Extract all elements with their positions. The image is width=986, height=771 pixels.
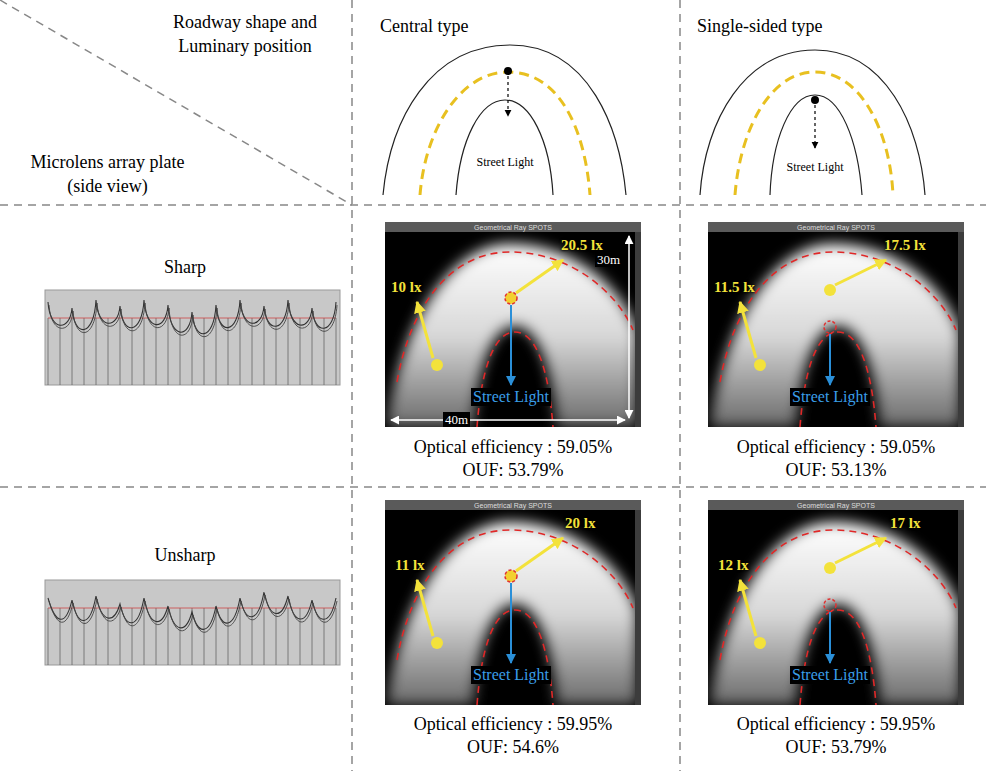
- illuminance-value: 11.5 lx: [714, 278, 755, 296]
- street-light-label: Street Light: [790, 666, 870, 684]
- measure-point: [431, 359, 443, 371]
- measure-point: [824, 284, 836, 296]
- lane-line: [420, 72, 590, 195]
- lens-profile: [49, 303, 337, 337]
- measure-point: [824, 562, 836, 574]
- illuminance-value: 17.5 lx: [884, 236, 926, 254]
- road-edge: [456, 100, 553, 195]
- street-light-label: Street Light: [790, 388, 870, 406]
- ouf-value: OUF: 54.6%: [467, 736, 559, 758]
- plate-grid: [48, 608, 336, 665]
- efficiency-value: Optical efficiency : 59.05%: [737, 436, 936, 458]
- light-direction-arrow: [510, 305, 512, 385]
- efficiency-value: Optical efficiency : 59.95%: [414, 713, 613, 735]
- unsharp-microlens-plate: [45, 580, 340, 665]
- illuminance-value: 10 lx: [391, 278, 421, 296]
- luminaire-marker: [824, 321, 836, 333]
- luminaire-marker: [505, 292, 517, 304]
- efficiency-value: Optical efficiency : 59.95%: [737, 713, 936, 735]
- single-sided-road-sketch: [700, 50, 925, 195]
- road-edge: [700, 50, 925, 195]
- row-title: Sharp: [164, 255, 206, 279]
- measure-point: [754, 359, 766, 371]
- leader-arrow: [835, 260, 886, 285]
- leader-arrow: [516, 538, 563, 571]
- reference-line: [48, 608, 336, 609]
- luminaire-marker: [824, 599, 836, 611]
- luminaire-dot: [811, 96, 819, 104]
- leader-arrow: [516, 260, 563, 293]
- simulation-image: [385, 222, 641, 427]
- leader-arrow: [740, 580, 756, 636]
- road-edge: [383, 45, 626, 195]
- column-title: Single-sided type: [697, 14, 822, 38]
- row-title: Unsharp: [155, 543, 216, 567]
- simulation-image: [708, 222, 964, 427]
- leader-arrow: [417, 302, 433, 358]
- plate-body: [45, 580, 340, 665]
- grid-line: [0, 486, 986, 488]
- sharp-microlens-plate: [45, 290, 340, 385]
- window-title: Geometrical Ray SPOTS: [474, 223, 552, 232]
- light-direction-arrow: [814, 105, 815, 148]
- dimension-line: [628, 236, 630, 418]
- ouf-value: OUF: 53.79%: [462, 459, 563, 481]
- simulation-overlay: [740, 538, 886, 663]
- efficiency-value: Optical efficiency : 59.05%: [414, 436, 613, 458]
- illuminance-value: 12 lx: [718, 556, 748, 574]
- lens-profile: [48, 300, 336, 334]
- measure-point: [431, 637, 443, 649]
- row-header-label: Microlens array plate (side view): [15, 150, 200, 198]
- simulation-overlay: [391, 236, 629, 420]
- window-title: Geometrical Ray SPOTS: [797, 223, 875, 232]
- window-title: Geometrical Ray SPOTS: [797, 501, 875, 510]
- illuminance-value: 11 lx: [395, 556, 425, 574]
- dimension-line: [391, 419, 625, 421]
- leader-arrow: [835, 538, 886, 563]
- light-direction-arrow: [510, 583, 512, 663]
- window-title: Geometrical Ray SPOTS: [474, 501, 552, 510]
- central-road-sketch: [383, 45, 626, 195]
- column-title: Central type: [380, 14, 468, 38]
- street-light-label: Street Light: [787, 160, 844, 174]
- simulation-overlay: [740, 260, 886, 385]
- street-light-label: Street Light: [477, 155, 534, 169]
- road-edge: [770, 95, 862, 195]
- simulation-image: [708, 500, 964, 705]
- illuminance-value: 20 lx: [565, 514, 595, 532]
- light-direction-arrow: [829, 612, 831, 663]
- leader-arrow: [740, 302, 756, 358]
- luminaire-marker: [505, 570, 517, 582]
- plate-body: [45, 290, 340, 385]
- ouf-value: OUF: 53.79%: [785, 736, 886, 758]
- ouf-value: OUF: 53.13%: [785, 459, 886, 481]
- street-light-label: Street Light: [471, 388, 551, 406]
- grid-line: [351, 0, 353, 771]
- leader-arrow: [417, 580, 433, 636]
- lane-line: [735, 72, 893, 195]
- diagonal-line: [0, 0, 352, 205]
- measure-point: [754, 637, 766, 649]
- simulation-overlay: [417, 538, 563, 663]
- light-direction-arrow: [829, 334, 831, 385]
- street-light-label: Street Light: [471, 666, 551, 684]
- illuminance-value: 17 lx: [890, 514, 920, 532]
- dimension-label: 40m: [443, 412, 470, 427]
- grid-line: [0, 204, 986, 206]
- luminaire-dot: [504, 67, 512, 75]
- header-label: Roadway shape and Luminary position: [150, 10, 340, 58]
- dimension-label: 30m: [595, 252, 622, 267]
- lens-profile: [48, 592, 336, 629]
- light-direction-arrow: [507, 76, 508, 116]
- simulation-image: [385, 500, 641, 705]
- lens-profile: [49, 595, 337, 632]
- grid-line: [679, 0, 681, 771]
